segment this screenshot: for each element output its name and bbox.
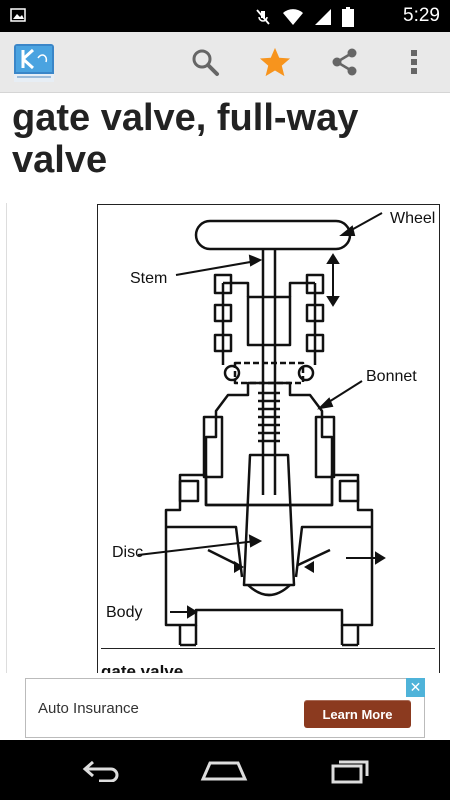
handwheel-shape — [194, 219, 352, 251]
caption-divider — [101, 648, 435, 649]
cell-signal-icon — [314, 8, 332, 31]
page-title: gate valve, full-way valve — [12, 97, 359, 181]
action-bar — [0, 32, 450, 93]
divider — [6, 203, 7, 673]
home-icon[interactable] — [194, 752, 254, 788]
gate-valve-diagram: Wheel Stem Bonnet Disc Body — [106, 210, 435, 647]
article-content: gate valve, full-way valve — [0, 93, 450, 673]
ad-banner: Auto Insurance Learn More ✕ — [0, 673, 450, 740]
star-icon[interactable] — [259, 46, 291, 78]
valve-figure: Wheel Stem Bonnet Disc Body — [97, 204, 440, 673]
mute-icon — [254, 8, 272, 31]
wifi-icon — [282, 8, 304, 31]
label-bonnet: Bonnet — [366, 368, 417, 385]
figure-caption: gate valve — [101, 662, 184, 673]
ad-box[interactable]: Auto Insurance Learn More — [25, 678, 425, 738]
overflow-menu-icon[interactable] — [398, 46, 430, 78]
close-icon[interactable]: ✕ — [406, 678, 425, 697]
label-disc: Disc — [112, 544, 143, 561]
navigation-bar — [0, 740, 450, 800]
battery-icon — [342, 7, 354, 32]
clock: 5:29 — [403, 5, 440, 26]
search-icon[interactable] — [189, 46, 221, 78]
recent-apps-icon[interactable] — [320, 752, 380, 788]
label-stem: Stem — [130, 270, 167, 287]
label-wheel: Wheel — [390, 210, 435, 227]
back-icon[interactable] — [70, 752, 130, 788]
image-notification-icon — [10, 8, 26, 27]
share-icon[interactable] — [328, 46, 360, 78]
label-body: Body — [106, 604, 142, 621]
app-logo-icon[interactable] — [14, 44, 54, 87]
ad-text: Auto Insurance — [38, 700, 139, 717]
learn-more-button[interactable]: Learn More — [304, 700, 411, 728]
status-bar: 5:29 — [0, 0, 450, 32]
